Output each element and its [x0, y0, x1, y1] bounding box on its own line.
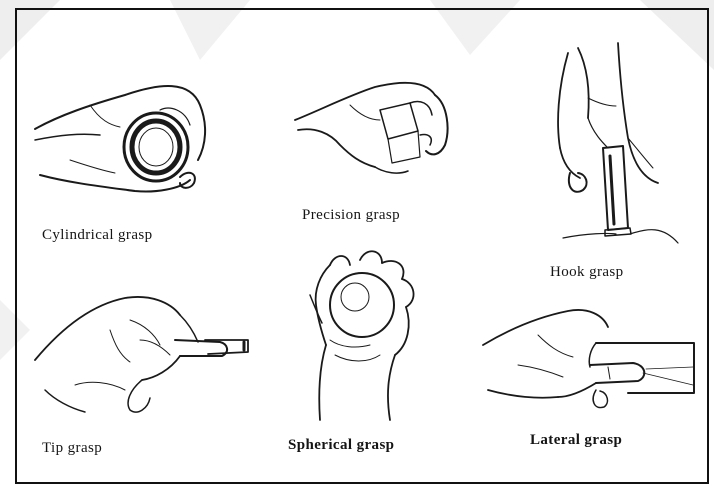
- spherical-grasp-caption: Spherical grasp: [288, 437, 394, 454]
- lateral-grasp-caption: Lateral grasp: [530, 432, 622, 449]
- lateral-grasp-hand-icon: [478, 305, 703, 425]
- tip-grasp-caption: Tip grasp: [42, 440, 102, 457]
- spherical-grasp-hand-icon: [300, 245, 440, 430]
- hook-grasp-hand-icon: [548, 38, 698, 258]
- cylindrical-grasp-caption: Cylindrical grasp: [42, 227, 153, 244]
- cylindrical-grasp-hand-icon: [30, 65, 220, 205]
- tip-grasp-hand-icon: [30, 290, 260, 430]
- hook-grasp-caption: Hook grasp: [550, 264, 624, 281]
- precision-grasp-hand-icon: [290, 75, 460, 185]
- precision-grasp-caption: Precision grasp: [302, 207, 400, 224]
